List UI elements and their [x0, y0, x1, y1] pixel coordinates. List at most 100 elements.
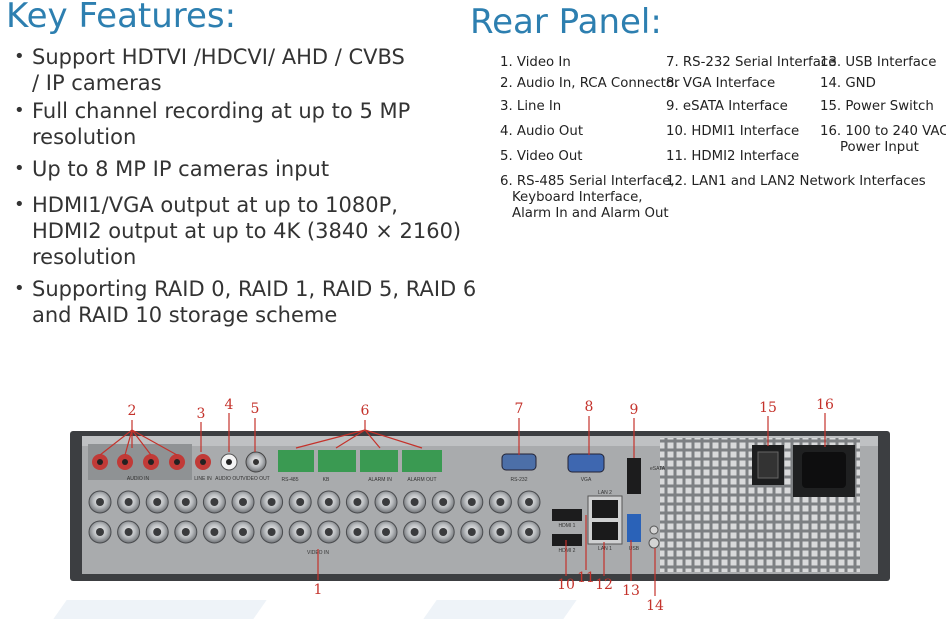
terminal-block-icon: [318, 450, 356, 472]
bnc-center: [382, 528, 390, 536]
feature-line: Supporting RAID 0, RAID 1, RAID 5, RAID …: [32, 277, 477, 301]
feature-line: Up to 8 MP IP cameras input: [32, 157, 330, 181]
label-audio-in: AUDIO IN: [127, 476, 150, 482]
screw-icon: [649, 525, 659, 535]
rp-item-9: 9. eSATA Interface: [666, 99, 788, 114]
label-rs232: RS-232: [511, 477, 528, 483]
bnc-center: [382, 498, 390, 506]
key-features-heading: Key Features:: [6, 0, 237, 36]
bnc-center: [124, 528, 133, 536]
label-esata: eSATA: [650, 466, 666, 472]
bnc-center: [153, 528, 162, 536]
callout-number: 8: [585, 399, 594, 415]
callout-number: 14: [646, 598, 664, 614]
rp-item-7: 7. RS-232 Serial Interface: [666, 55, 837, 70]
bnc-center: [410, 498, 419, 506]
bnc-center: [467, 498, 476, 506]
leader-line: [99, 420, 178, 456]
callout-number: 4: [225, 397, 234, 413]
feature-item: Supporting RAID 0, RAID 1, RAID 5, RAID …: [8, 276, 488, 328]
rca-jack-center: [122, 459, 128, 465]
rp-item-14: 14. GND: [820, 76, 876, 91]
bnc-center: [210, 498, 219, 506]
terminal-block-icon: [278, 450, 314, 472]
faceplate-shade: [82, 436, 878, 446]
bnc-center: [296, 528, 305, 536]
feature-line: resolution: [32, 245, 137, 269]
feature-line: and RAID 10 storage scheme: [32, 303, 338, 327]
rca-jack-center: [97, 459, 103, 465]
label-rs485: RS-485: [282, 477, 299, 483]
bnc-center: [525, 498, 533, 506]
callout-number: 7: [515, 401, 524, 417]
bnc-center: [253, 459, 259, 465]
leader-line: [295, 420, 423, 449]
feature-line: Full channel recording at up to 5 MP: [32, 99, 411, 123]
bnc-center: [439, 528, 448, 536]
bnc-center: [467, 528, 476, 536]
callout-number: 9: [630, 402, 639, 418]
callout-number: 5: [251, 401, 260, 417]
callout-number: 11: [577, 570, 595, 586]
bnc-center: [124, 498, 133, 506]
callout-number: 1: [314, 582, 323, 598]
bnc-center: [210, 528, 219, 536]
bnc-center: [525, 528, 533, 536]
label-hdmi1: HDMI 1: [559, 523, 576, 529]
rca-connectors: [92, 451, 267, 473]
rp-item-1: 1. Video In: [500, 55, 571, 70]
bnc-center: [496, 528, 505, 536]
rp-item-2: 2. Audio In, RCA Connector: [500, 76, 680, 91]
terminal-blocks: [278, 450, 442, 472]
terminal-block-icon: [402, 450, 442, 472]
rp-item-6-line: 6. RS-485 Serial Interface,: [500, 174, 675, 189]
bnc-center: [181, 498, 190, 506]
label-vga: VGA: [581, 477, 592, 483]
rear-panel-heading: Rear Panel:: [470, 2, 662, 42]
callout-number: 10: [557, 577, 575, 593]
callout-number: 12: [595, 577, 613, 593]
rp-item-6-line: Keyboard Interface,: [512, 190, 643, 205]
rp-item-12: 12. LAN1 and LAN2 Network Interfaces: [666, 174, 926, 189]
rp-item-6-line: Alarm In and Alarm Out: [512, 206, 669, 221]
lan1-port-icon: [592, 522, 618, 540]
feature-line: resolution: [32, 125, 137, 149]
vga-port-icon: [567, 453, 605, 473]
bnc-center: [267, 528, 276, 536]
bnc-center: [410, 528, 419, 536]
rp-item-3: 3. Line In: [500, 99, 562, 114]
rp-item-6: 6. RS-485 Serial Interface, Keyboard Int…: [500, 174, 675, 222]
rp-item-13: 13. USB Interface: [820, 55, 937, 70]
esata-port-icon: [627, 458, 641, 494]
power-switch-icon: [757, 451, 779, 479]
rp-item-10: 10. HDMI1 Interface: [666, 124, 800, 139]
bnc-center: [96, 498, 104, 506]
bnc-center: [353, 528, 362, 536]
bnc-center: [239, 498, 247, 506]
gnd-screw-icon: [648, 537, 660, 549]
hdmi1-port-icon: [552, 509, 582, 521]
bnc-center: [496, 498, 505, 506]
callout-number: 2: [128, 403, 137, 419]
rca-jack-center: [226, 459, 232, 465]
rp-item-11: 11. HDMI2 Interface: [666, 149, 800, 164]
label-line-in: LINE IN: [194, 476, 212, 482]
label-video-out: VIDEO OUT: [242, 476, 270, 482]
usb-port-icon: [627, 514, 641, 542]
rp-item-5: 5. Video Out: [500, 149, 583, 164]
feature-list: Support HDTVI /HDCVI/ AHD / CVBS / IP ca…: [8, 44, 488, 328]
power-inlet-icon: [802, 452, 846, 488]
bnc-center: [181, 528, 190, 536]
hdmi2-port-icon: [552, 534, 582, 546]
label-kb: KB: [323, 477, 330, 483]
label-alarm-out: ALARM OUT: [407, 477, 436, 483]
label-usb: USB: [629, 546, 640, 552]
feature-line: Support HDTVI /HDCVI/ AHD / CVBS: [32, 45, 405, 69]
bnc-center: [324, 528, 333, 536]
video-in-bnc-array: [88, 490, 541, 544]
feature-item: Full channel recording at up to 5 MP res…: [8, 98, 488, 150]
label-hdmi2: HDMI 2: [559, 548, 576, 554]
callout-number: 15: [759, 400, 777, 416]
label-lan1: LAN 1: [598, 546, 612, 552]
rp-item-16-line: Power Input: [840, 140, 919, 155]
